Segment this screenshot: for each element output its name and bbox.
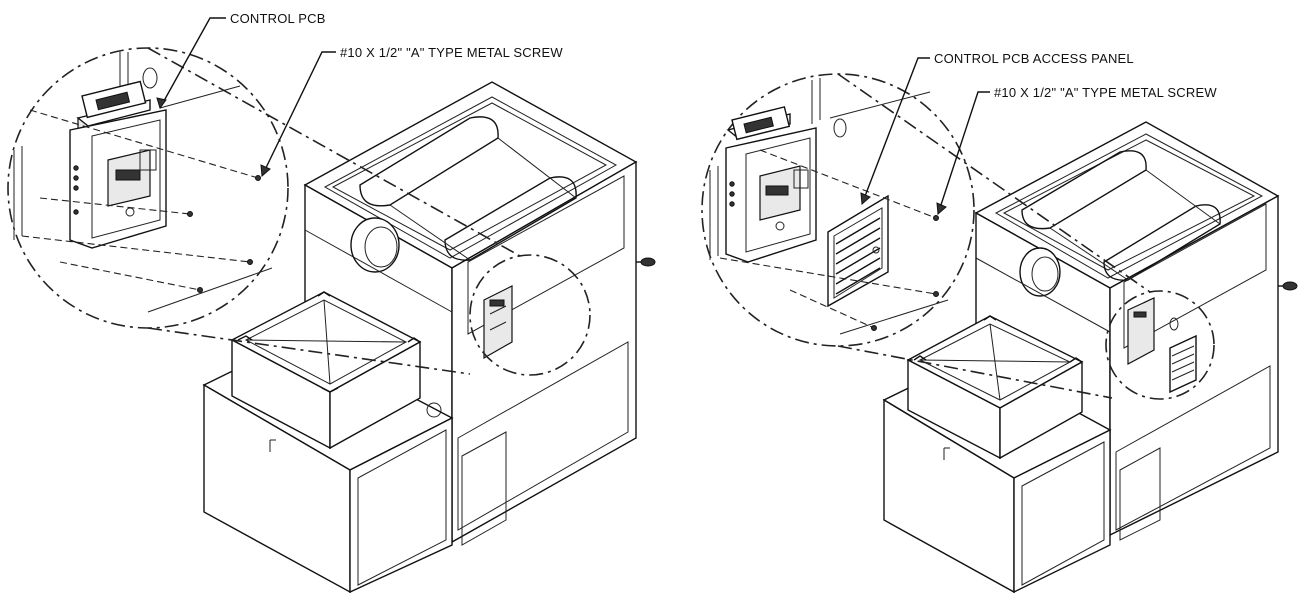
left-screw-leader <box>261 51 336 177</box>
right-assembly <box>701 57 1298 594</box>
left-assembly <box>7 17 656 594</box>
label-left-metal-screw: #10 X 1/2" "A" TYPE METAL SCREW <box>340 45 563 60</box>
label-control-pcb: CONTROL PCB <box>230 11 326 26</box>
label-control-pcb-access-panel: CONTROL PCB ACCESS PANEL <box>934 51 1134 66</box>
left-filter-box <box>230 291 422 450</box>
right-detail-circle-small <box>1105 290 1215 400</box>
left-pcb-leader <box>159 17 226 109</box>
label-right-metal-screw: #10 X 1/2" "A" TYPE METAL SCREW <box>994 85 1217 100</box>
right-screw-leader <box>937 91 990 215</box>
right-filter-box <box>906 315 1084 460</box>
right-magnified-detail <box>701 73 1151 399</box>
left-detail-circle-small <box>469 254 591 376</box>
left-magnified-detail <box>7 47 521 375</box>
right-panel-leader <box>861 57 930 205</box>
